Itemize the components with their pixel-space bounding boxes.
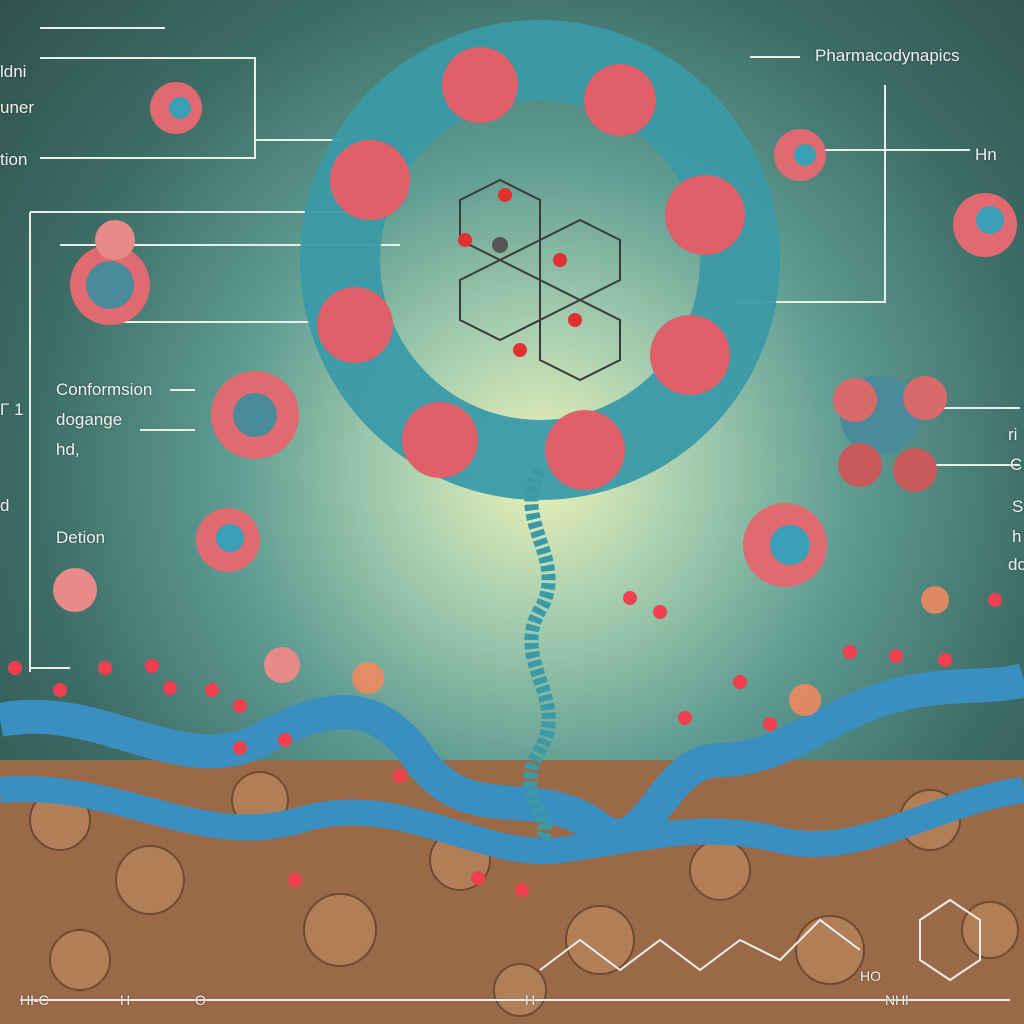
floating-particles [53, 82, 1017, 716]
label-right-1: ri [1008, 425, 1018, 444]
label-hd: hd, [56, 440, 80, 459]
label-top-left-1: ldni [0, 62, 27, 81]
label-hn: Hn [975, 145, 997, 164]
drug-molecule [458, 178, 621, 382]
label-dogange: dogange [56, 410, 123, 429]
label-right-4: h [1012, 527, 1022, 546]
label-right-5: dc [1008, 555, 1024, 574]
label-right-2: C [1010, 455, 1023, 474]
label-right-3: S [1012, 497, 1024, 516]
label-bottom-3: O [195, 992, 206, 1008]
lipid-pins [8, 591, 1002, 897]
label-top-left-2: uner [0, 98, 35, 117]
label-bottom-4: H [525, 992, 536, 1008]
label-edge-left-2: d [0, 496, 10, 515]
callout-lines [29, 27, 1020, 672]
cell-membrane-lower [0, 776, 1024, 864]
protein-helix [523, 466, 556, 845]
protein-ring [300, 20, 780, 500]
label-conformation: Conformsion [56, 380, 153, 399]
label-bottom-6: NHl [885, 992, 909, 1008]
label-edge-left-1: Γ 1 [0, 400, 24, 419]
label-bottom-1: HI-C [20, 992, 49, 1008]
label-bottom-2: H [120, 992, 131, 1008]
label-detion: Detion [56, 528, 106, 547]
label-pharmacodynamics: Pharmacodynapics [815, 46, 960, 65]
label-top-left-3: tion [0, 150, 28, 169]
label-bottom-5: HO [860, 968, 881, 984]
bottom-chain-structure [20, 898, 1010, 1001]
